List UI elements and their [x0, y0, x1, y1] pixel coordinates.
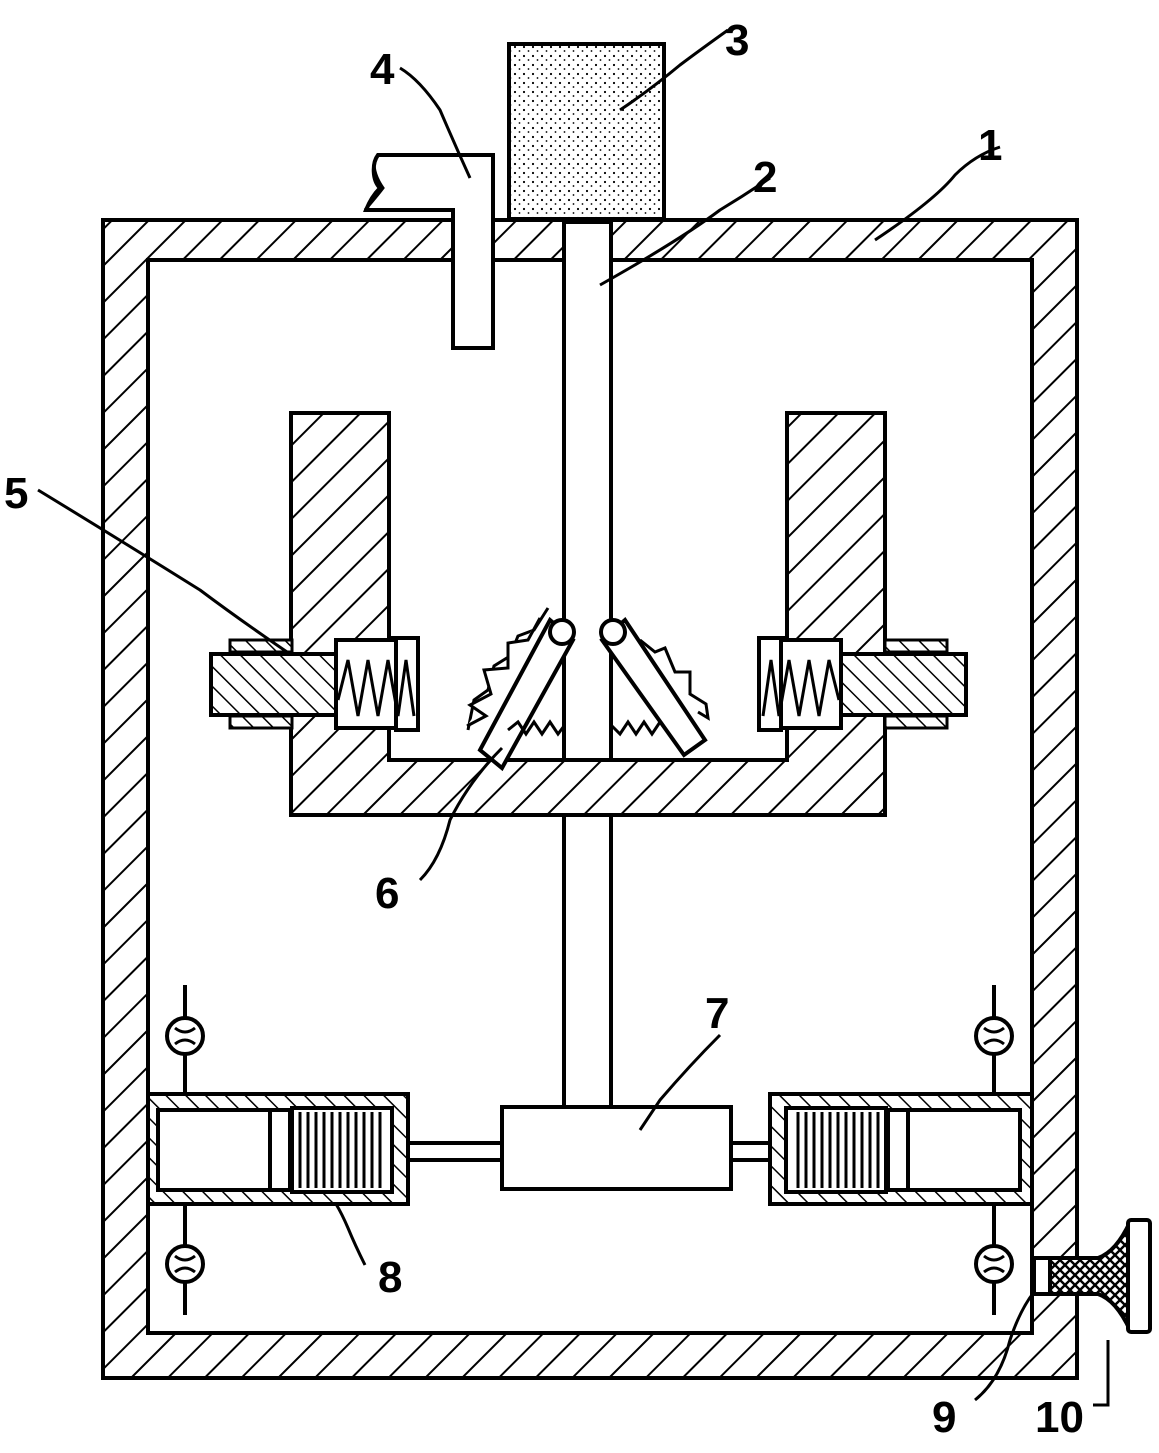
label-9: 9	[932, 1393, 956, 1442]
label-3: 3	[725, 16, 749, 65]
grinder-assembly-right	[757, 636, 968, 732]
label-1: 1	[978, 121, 1002, 170]
label-10: 10	[1035, 1393, 1084, 1442]
label-7: 7	[705, 989, 729, 1038]
label-4: 4	[370, 45, 395, 94]
grinder-assembly-left	[209, 636, 420, 732]
crushing-arm-left	[466, 607, 576, 772]
pump-cylinder-left	[146, 1092, 410, 1206]
pump-cylinder-right	[768, 1092, 1034, 1206]
housing-wall	[101, 218, 1079, 1380]
vertical-shaft	[562, 220, 613, 1110]
motor-block	[507, 42, 666, 221]
leader-lines	[37, 28, 1110, 1407]
drive-block	[500, 1105, 733, 1191]
label-2: 2	[753, 153, 777, 202]
label-8: 8	[378, 1253, 402, 1302]
label-6: 6	[375, 869, 399, 918]
discharge-fitting	[1032, 1256, 1052, 1296]
label-5: 5	[4, 469, 28, 518]
crushing-arm-right	[599, 616, 710, 758]
